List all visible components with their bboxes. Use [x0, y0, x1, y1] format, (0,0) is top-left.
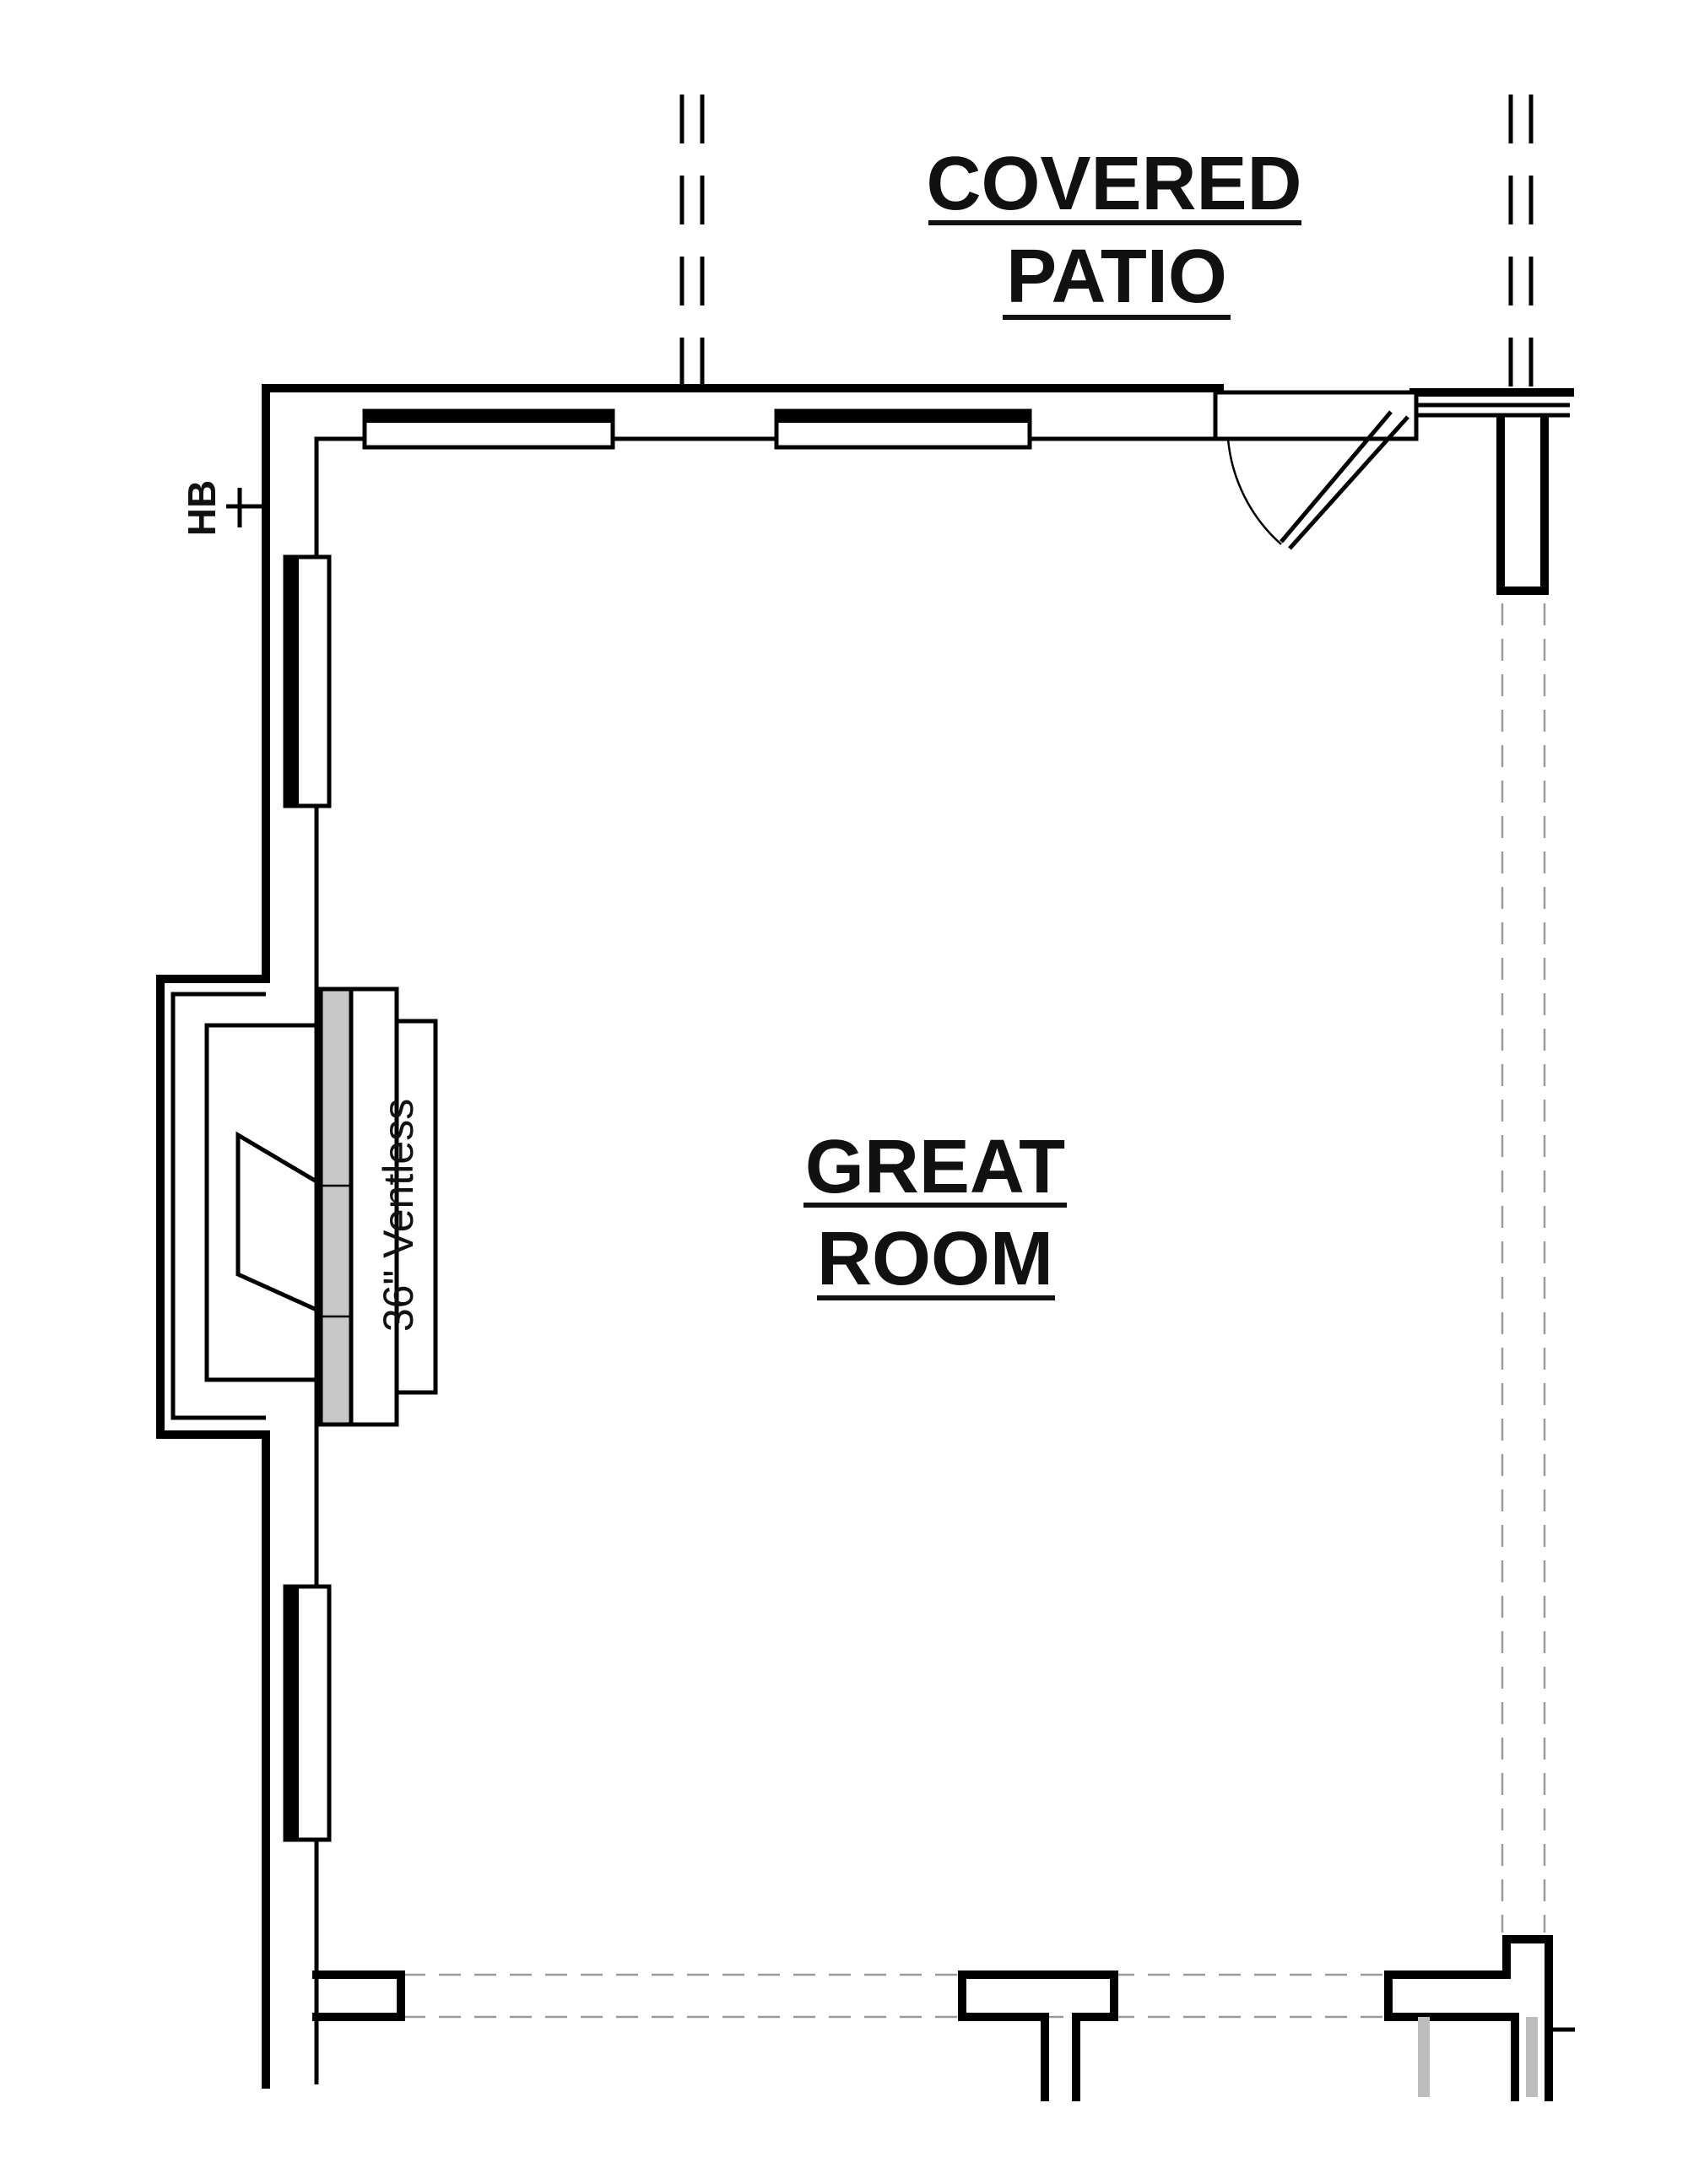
- fireplace-label: 36" Ventless: [375, 1099, 422, 1332]
- great-room-label-line1: GREAT: [805, 1125, 1065, 1209]
- south-wall-stub-east: [1384, 1935, 1575, 2101]
- covered-patio-label-line2: PATIO: [1006, 235, 1227, 319]
- south-opening: [403, 1973, 1384, 2019]
- covered-patio-label-line1: COVERED: [926, 142, 1301, 226]
- great-room-label: GREAT ROOM: [803, 1125, 1067, 1301]
- north-window-2: [774, 408, 1032, 450]
- south-wall-stub-center: [958, 1970, 1118, 2101]
- covered-patio-label: COVERED PATIO: [926, 142, 1302, 320]
- hose-bib-marker: [226, 488, 263, 527]
- west-window-1: [283, 554, 332, 808]
- hose-bib-label: HB: [180, 480, 224, 536]
- west-window-2: [283, 1584, 332, 1842]
- south-wall-stub-west: [312, 1970, 405, 2021]
- north-window-1: [362, 408, 615, 450]
- fireplace-bumpout: [156, 975, 438, 1439]
- great-room-label-line2: ROOM: [817, 1217, 1053, 1301]
- northeast-column: [1496, 416, 1549, 595]
- patio-door: [1213, 390, 1419, 550]
- east-opening: [1501, 603, 1546, 1933]
- patio-post-lines: [679, 95, 1534, 397]
